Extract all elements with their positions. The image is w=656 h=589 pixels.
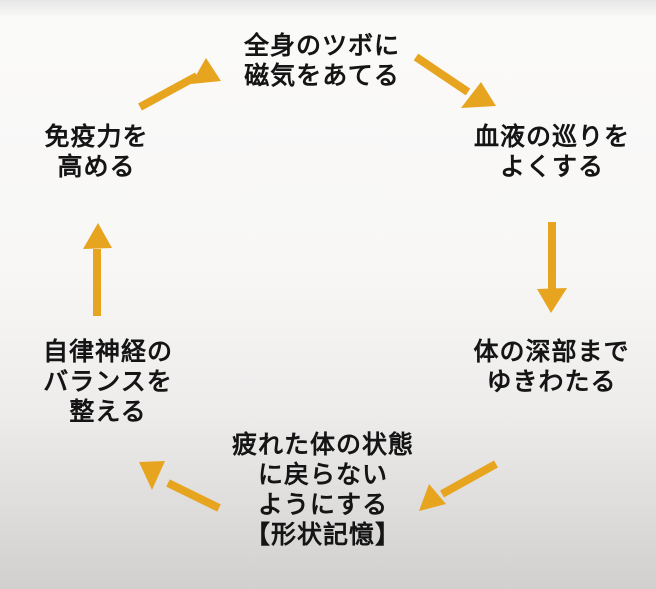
node-line: 高める [57,152,136,181]
node-line: ようにする [257,490,389,519]
node-line: 疲れた体の状態 [231,430,414,459]
arrow-deep-to-memory [419,460,498,511]
node-apply-magnetism: 全身のツボに 磁気をあてる [202,31,442,91]
node-line: 血液の巡りを [473,122,630,151]
arrow-shaft [440,460,498,498]
arrow-head [139,461,165,490]
arrow-head [461,82,496,108]
node-line: 全身のツボに [243,31,400,60]
arrow-blood-to-deep [537,222,567,313]
node-line: ゆきわたる [486,367,617,396]
node-line: に戻らない [257,460,388,489]
arrow-autonomic-to-immunity [83,223,112,316]
arrow-shaft [166,479,221,512]
arrow-memory-to-autonomic [139,461,221,512]
node-boost-immunity: 免疫力を 高める [0,122,193,182]
arrow-head [83,223,112,249]
node-line: バランスを [43,367,173,396]
node-shape-memory: 疲れた体の状態 に戻らない ようにする 【形状記憶】 [203,430,443,550]
arrow-immunity-to-magnetism [138,58,221,111]
arrow-head [537,288,567,313]
node-line: 自律神経の [42,337,173,366]
node-autonomic-balance: 自律神経の バランスを 整える [8,337,208,427]
node-line: よくする [499,152,604,181]
node-reach-deep: 体の深部まで ゆきわたる [447,337,656,397]
node-line: 体の深部まで [473,337,630,366]
arrow-magnetism-to-blood [413,53,496,108]
arrow-head [419,484,446,511]
node-line: 免疫力を [44,122,149,151]
node-line: 【形状記憶】 [244,520,401,549]
arrow-head [191,58,221,84]
node-blood-circulation: 血液の巡りを よくする [448,122,656,182]
node-line: 整える [69,397,147,426]
arrow-shaft [138,72,199,111]
node-line: 磁気をあてる [244,61,400,90]
arrow-shaft [413,53,471,96]
